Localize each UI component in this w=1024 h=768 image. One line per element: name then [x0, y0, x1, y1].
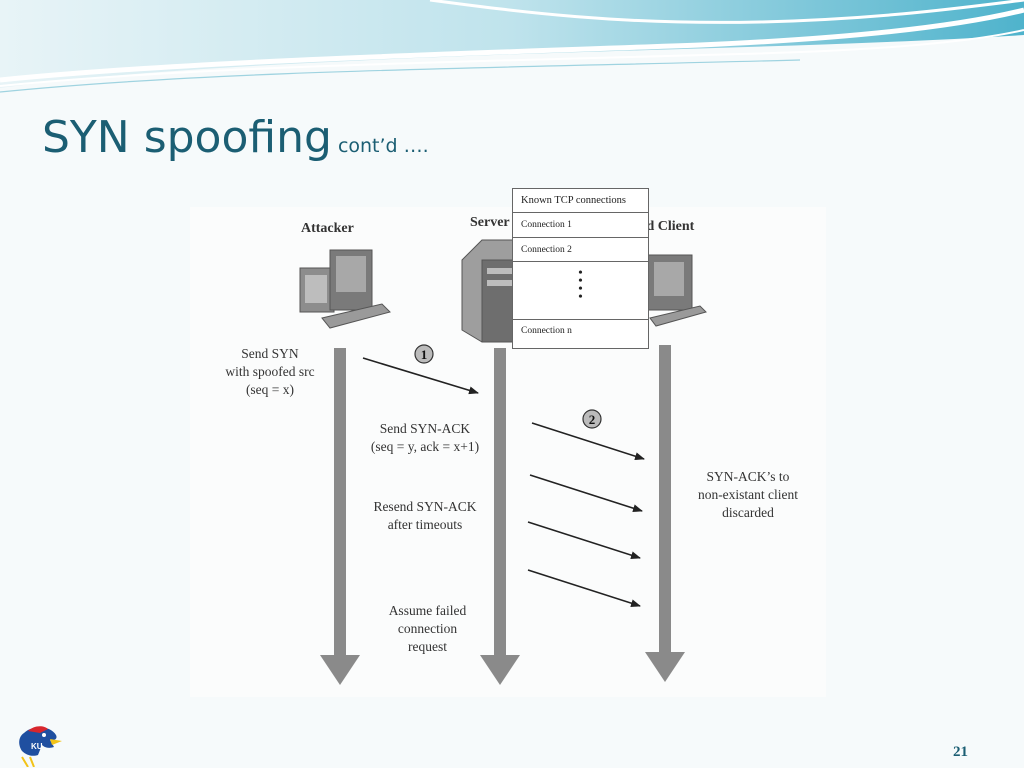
table-row: Connection 1: [513, 213, 648, 238]
attacker-label: Attacker: [301, 221, 354, 236]
step-marker-2: 2: [582, 409, 602, 429]
step-marker-1-text: 1: [421, 347, 428, 362]
step-marker-2-text: 2: [589, 412, 596, 427]
title-subtitle: cont’d ….: [337, 135, 429, 157]
discarded-label: SYN-ACK’s to non-existant client discard…: [697, 469, 799, 520]
jayhawk-logo: KU: [19, 726, 62, 767]
attacker-computer-icon: [299, 249, 391, 329]
table-header: Known TCP connections: [513, 189, 648, 213]
title-main: SYN spoofing: [42, 112, 332, 163]
resend-arrow-3: [527, 569, 641, 608]
server-label: Server: [470, 215, 510, 230]
syn-ack-arrow: [531, 422, 645, 461]
server-timeline: [480, 348, 520, 685]
step-marker-1: 1: [414, 344, 434, 364]
table-ellipsis: • • • •: [513, 262, 648, 320]
client-computer-icon: [647, 254, 707, 327]
resend-arrow-2: [527, 521, 641, 560]
assume-failed-label: Assume failed connection request: [388, 603, 467, 654]
send-syn-label: Send SYN with spoofed src (seq = x): [225, 346, 315, 397]
resend-syn-ack-label: Resend SYN-ACK after timeouts: [373, 499, 477, 532]
send-syn-ack-label: Send SYN-ACK (seq = y, ack = x+1): [370, 421, 480, 454]
header-wave-decoration: [0, 0, 1024, 93]
page-number: 21: [953, 744, 968, 760]
resend-arrow-1: [529, 474, 643, 513]
attacker-timeline: [320, 348, 360, 685]
table-row: Connection n: [521, 326, 572, 336]
client-timeline: [645, 345, 685, 682]
logo-text: KU: [31, 742, 43, 751]
table-row: Connection 2: [513, 238, 648, 262]
known-connections-table: Known TCP connections Connection 1 Conne…: [512, 188, 649, 349]
syn-arrow: [362, 357, 479, 395]
